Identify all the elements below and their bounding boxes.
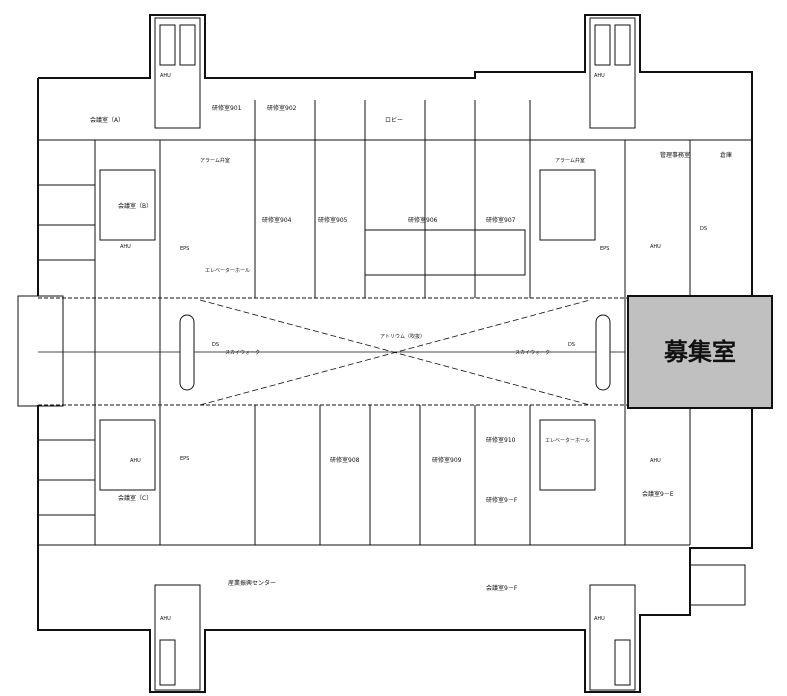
room-kaigi-a: 会議室（A） xyxy=(90,116,124,124)
ds-label: DS xyxy=(568,342,575,348)
recruitment-room-fill xyxy=(627,295,773,409)
room-905: 研修室905 xyxy=(318,216,348,224)
recruitment-room-label: 募集室 xyxy=(663,338,736,366)
room-kenshu-9f: 研修室9－F xyxy=(486,496,518,504)
ahu-label: AHU xyxy=(160,73,171,79)
eps-label: EPS xyxy=(600,246,609,252)
room-sangyo: 産業振興センター xyxy=(228,579,276,587)
room-906: 研修室906 xyxy=(408,216,438,224)
alarm-label: アラーム弁室 xyxy=(200,157,230,164)
ds-label: DS xyxy=(212,342,219,348)
ahu-label: AHU xyxy=(120,244,131,250)
room-904: 研修室904 xyxy=(262,216,292,224)
ev-hall-label: エレベーターホール xyxy=(205,267,250,274)
recruitment-room: 募集室 xyxy=(627,295,773,409)
equipment-labels: AHU AHU AHU AHU AHU AHU AHU AHU EPS EPS … xyxy=(120,73,707,622)
ahu-label: AHU xyxy=(650,458,661,464)
ahu-label: AHU xyxy=(650,244,661,250)
ahu-label: AHU xyxy=(160,616,171,622)
ahu-label: AHU xyxy=(594,616,605,622)
atrium-void xyxy=(38,299,625,406)
room-lobby: ロビー xyxy=(385,116,403,124)
ahu-label: AHU xyxy=(594,73,605,79)
ahu-label: AHU xyxy=(130,458,141,464)
room-907: 研修室907 xyxy=(486,216,516,224)
eps-label: EPS xyxy=(180,246,189,252)
alarm-label: アラーム弁室 xyxy=(555,157,585,164)
room-902: 研修室902 xyxy=(267,104,297,112)
room-kaigi-9e: 会議室9－E xyxy=(642,490,674,498)
eps-label: EPS xyxy=(180,456,189,462)
skywalk-ovals xyxy=(179,314,611,391)
room-910: 研修室910 xyxy=(486,436,516,444)
room-atrium: アトリウム（吹抜） xyxy=(380,333,425,340)
ev-hall-label: エレベーターホール xyxy=(545,437,590,444)
room-901: 研修室901 xyxy=(212,104,242,112)
room-908: 研修室908 xyxy=(330,456,360,464)
room-909: 研修室909 xyxy=(432,456,462,464)
room-kaigi-b: 会議室（B） xyxy=(118,202,152,210)
room-labels: 会議室（A） 会議室（B） 会議室（C） 研修室901 研修室902 研修室90… xyxy=(90,104,732,592)
room-soubi: 倉庫 xyxy=(720,151,732,159)
skywalk-label: スカイウォーク xyxy=(515,349,550,356)
cores xyxy=(154,17,636,691)
skywalk-label: スカイウォーク xyxy=(225,349,260,356)
room-kaigi-c: 会議室（C） xyxy=(118,494,152,502)
ds-label: DS xyxy=(700,226,707,232)
room-kanri: 管理事務室 xyxy=(660,151,690,159)
room-kaigi-9f: 会議室9－F xyxy=(486,584,518,592)
